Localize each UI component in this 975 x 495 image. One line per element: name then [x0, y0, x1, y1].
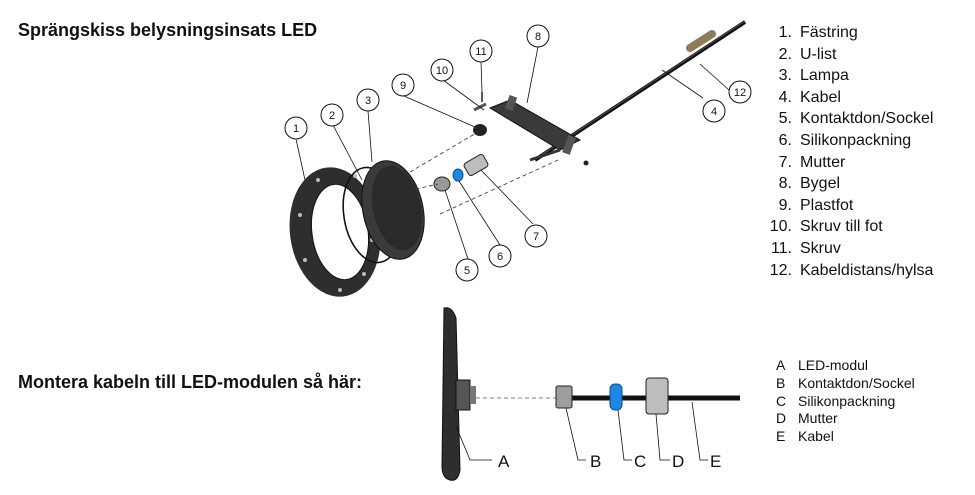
callout-12: 12: [728, 80, 752, 104]
svg-text:1: 1: [293, 123, 299, 135]
callout-4: 4: [702, 99, 726, 123]
list-item: 10.Skruv till fot: [769, 218, 883, 236]
svg-text:7: 7: [533, 231, 539, 243]
callout-11: 11: [469, 39, 493, 63]
list-item: 6.Silikonpackning: [778, 131, 912, 149]
callout-9: 9: [391, 73, 415, 97]
assembly-view: A B C D E: [441, 307, 740, 481]
letter-C: C: [634, 452, 646, 471]
callout-10: 10: [430, 58, 454, 82]
callout-5: 5: [455, 258, 479, 282]
lamp-part: [361, 160, 425, 260]
parts-list: 1.Fästring 2.U-list 3.Lampa 4.Kabel 5.Ko…: [762, 22, 934, 281]
callout-3: 3: [356, 88, 380, 112]
mount-instructions-heading: Montera kabeln till LED-modulen så här:: [18, 372, 363, 392]
list-item: 1.Fästring: [778, 24, 858, 41]
list-item: 8.Bygel: [778, 175, 841, 193]
list-item: 3.Lampa: [778, 67, 849, 85]
callout-8: 8: [526, 24, 550, 48]
svg-text:12: 12: [734, 87, 746, 99]
list-item: 7.Mutter: [778, 153, 846, 171]
svg-text:3: 3: [365, 95, 371, 107]
callout-7: 7: [524, 224, 548, 248]
list-item: 4.Kabel: [778, 88, 841, 106]
svg-text:4: 4: [711, 106, 717, 118]
svg-text:11: 11: [475, 46, 486, 58]
leader-lines: [295, 46, 730, 260]
letter-D: D: [672, 452, 684, 471]
list-item: 9.Plastfot: [778, 196, 854, 214]
letter-E: E: [710, 452, 721, 471]
list-item: 5.Kontaktdon/Sockel: [778, 110, 934, 128]
callout-circles: 1 2 3 4 5 6 7 8 9 10 11 12: [284, 24, 752, 282]
exploded-view-heading: Sprängskiss belysningsinsats LED: [18, 20, 318, 40]
callout-1: 1: [284, 116, 308, 140]
bracket-part: [488, 95, 582, 155]
svg-text:2: 2: [329, 110, 335, 122]
svg-text:10: 10: [436, 65, 448, 77]
svg-text:9: 9: [400, 80, 406, 92]
assembly-lines: [394, 131, 559, 215]
list-item: 2.U-list: [778, 45, 837, 63]
list-item: 12.Kabeldistans/hylsa: [769, 261, 934, 279]
connector-group: [433, 154, 489, 192]
list-item: 11.Skruv: [770, 239, 841, 257]
svg-text:5: 5: [464, 265, 470, 277]
svg-text:8: 8: [535, 31, 541, 43]
letter-B: B: [590, 452, 601, 471]
svg-text:6: 6: [497, 251, 503, 263]
callout-2: 2: [320, 103, 344, 127]
callout-6: 6: [488, 244, 512, 268]
letter-A: A: [498, 452, 510, 471]
mounting-ring-part: [289, 167, 381, 297]
